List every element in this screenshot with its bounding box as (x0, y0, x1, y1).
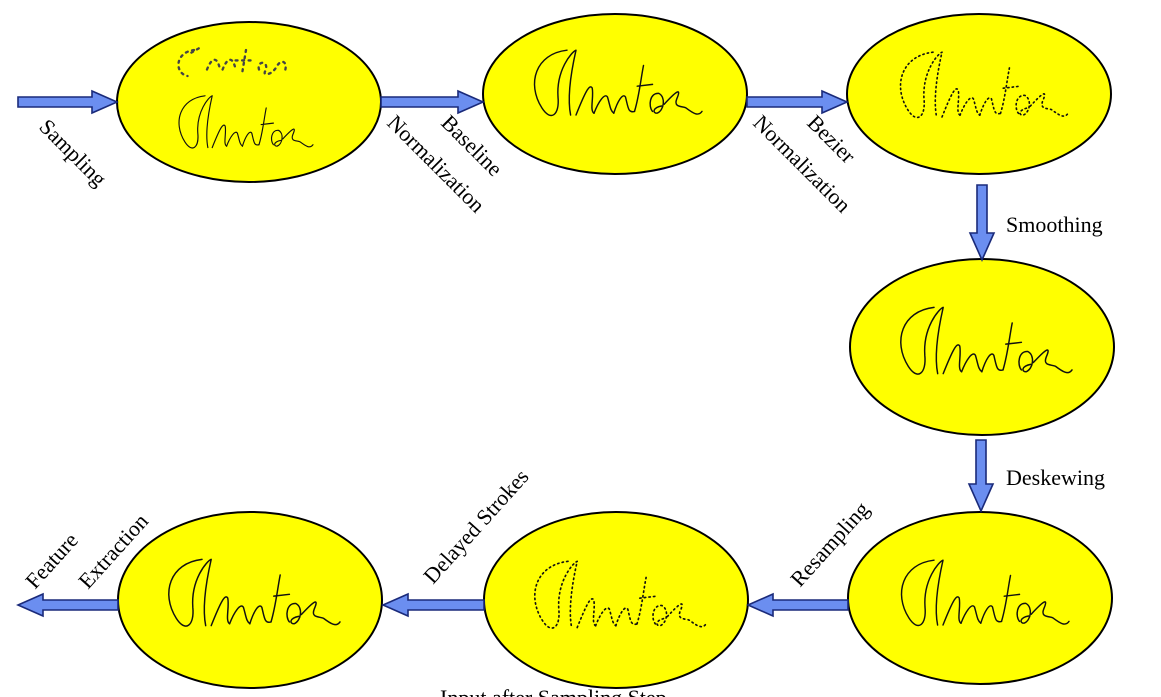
node-sampled-input (116, 21, 382, 183)
node-smoothed (849, 258, 1115, 436)
arrow-delayed-strokes (381, 592, 485, 618)
node-deskewed (847, 511, 1113, 685)
arrow-input (17, 89, 119, 115)
node-bezier-normalized (846, 13, 1112, 175)
label-smoothing: Smoothing (1006, 212, 1103, 237)
arrow-baseline-normalization (380, 89, 485, 115)
arrow-smoothing (968, 184, 996, 262)
label-deskewing: Deskewing (1006, 465, 1105, 490)
label-sampling: Sampling (34, 114, 111, 191)
arrow-bezier-normalization (746, 89, 849, 115)
node-delayed-strokes-removed (117, 511, 383, 689)
figure-caption: Input after Sampling Step (440, 685, 667, 697)
arrow-deskewing (967, 439, 995, 513)
arrow-resampling (746, 592, 849, 618)
node-resampled (483, 511, 749, 689)
label-feature: Feature (20, 528, 83, 594)
node-baseline-normalized (482, 13, 748, 175)
arrow-feature-extraction (16, 592, 119, 618)
